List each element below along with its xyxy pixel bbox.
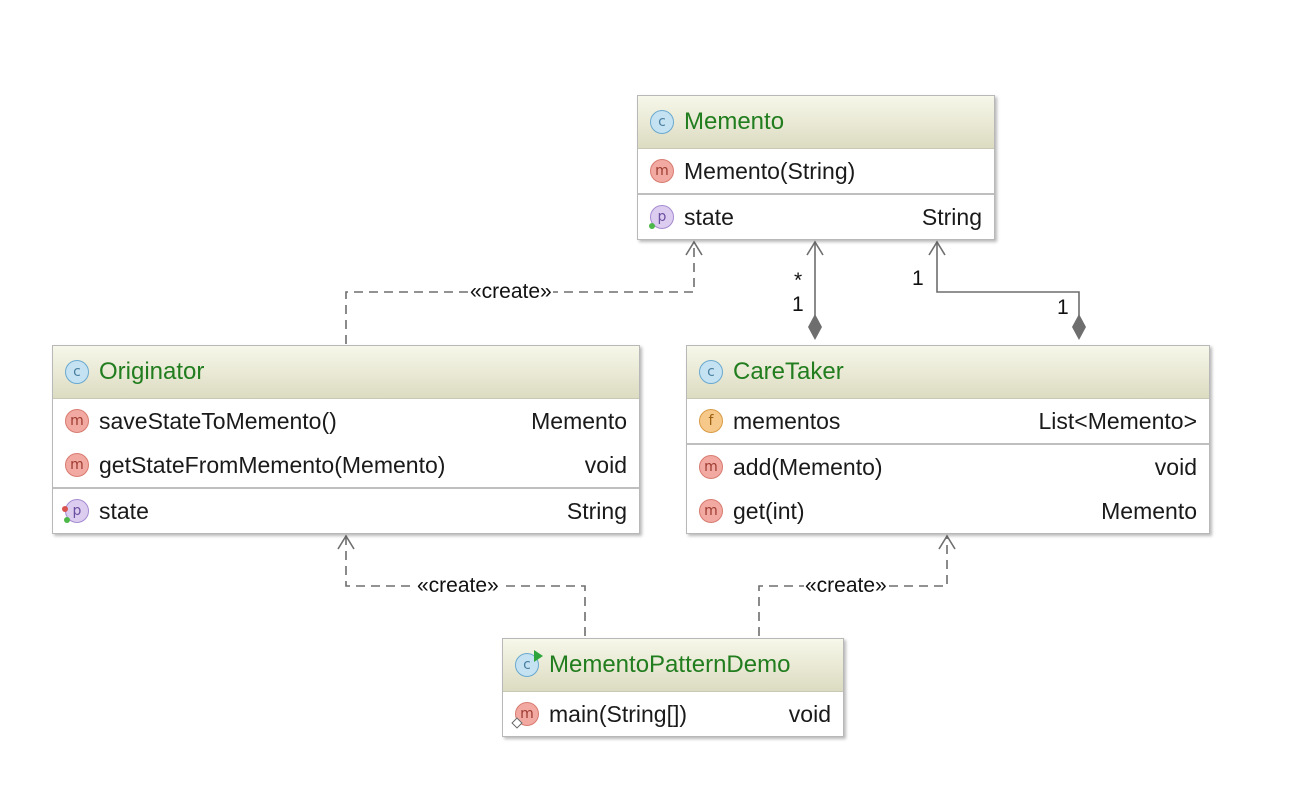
methods-section: m add(Memento) void m get(int) Memento [687,445,1209,533]
method-type: void [584,451,627,478]
class-icon: c [699,360,723,384]
method-name: Memento(String) [684,157,856,184]
property-row[interactable]: p state String [638,195,994,239]
caretaker-memento-left-arrowhead [806,240,824,256]
caretaker-memento-right-arrowhead [928,240,946,256]
class-name: Memento [684,108,785,135]
fields-section: f mementos List<Memento> [687,399,1209,445]
originator-class-box[interactable]: c Originator m saveStateToMemento() Meme… [52,345,640,534]
class-name: MementoPatternDemo [549,651,791,678]
field-type: List<Memento> [1038,407,1197,434]
property-type: String [566,497,627,524]
demo-class-box[interactable]: c MementoPatternDemo m main(String[]) vo… [502,638,844,737]
run-arrow-icon [534,650,543,662]
method-name: saveStateToMemento() [99,407,337,434]
class-icon: c [65,360,89,384]
method-name: getStateFromMemento(Memento) [99,451,446,478]
method-icon: m [699,499,723,523]
caretaker-class-header[interactable]: c CareTaker [687,346,1209,399]
property-icon: p [62,499,89,523]
demo-caretaker-create-label: «create» [804,574,888,597]
static-method-icon: m [511,702,539,729]
composition-diamond-left [808,314,822,340]
properties-section: p state String [53,489,639,533]
method-icon: m [65,453,89,477]
property-name: state [684,203,734,230]
demo-originator-arrowhead [337,534,355,550]
public-access-dot [64,517,70,523]
method-type: void [788,700,831,727]
method-icon: m [65,409,89,433]
demo-class-header[interactable]: c MementoPatternDemo [503,639,843,692]
class-icon: c [650,110,674,134]
method-row[interactable]: m Memento(String) [638,149,994,193]
property-icon: p [649,205,674,229]
memento-class-box[interactable]: c Memento m Memento(String) p state Stri… [637,95,995,240]
property-type: String [921,203,982,230]
field-row[interactable]: f mementos List<Memento> [687,399,1209,443]
multiplicity-star: * [794,269,803,292]
method-icon: m [699,455,723,479]
property-row[interactable]: p state String [53,489,639,533]
method-icon: m [650,159,674,183]
caretaker-memento-composition-right [936,242,1080,316]
runnable-class-icon: c [515,650,543,677]
demo-caretaker-arrowhead [938,534,956,550]
properties-section: p state String [638,195,994,239]
method-row[interactable]: m saveStateToMemento() Memento [53,399,639,443]
class-name: CareTaker [733,358,844,385]
field-icon: f [699,409,723,433]
methods-section: m Memento(String) [638,149,994,195]
property-name: state [99,497,149,524]
private-access-dot [62,506,68,512]
method-type: Memento [531,407,627,434]
multiplicity-one-memento-side: 1 [912,267,924,290]
originator-memento-arrowhead [685,240,703,256]
methods-section: m main(String[]) void [503,692,843,736]
method-type: void [1154,453,1197,480]
composition-diamond-right [1072,314,1086,340]
public-access-dot [649,223,655,229]
method-name: add(Memento) [733,453,883,480]
methods-section: m saveStateToMemento() Memento m getStat… [53,399,639,489]
method-row[interactable]: m getStateFromMemento(Memento) void [53,443,639,487]
caretaker-class-box[interactable]: c CareTaker f mementos List<Memento> m a… [686,345,1210,534]
demo-originator-create-label: «create» [416,574,500,597]
originator-class-header[interactable]: c Originator [53,346,639,399]
method-type: Memento [1101,497,1197,524]
method-row[interactable]: m add(Memento) void [687,445,1209,489]
field-name: mementos [733,407,841,434]
class-name: Originator [99,358,205,385]
method-row[interactable]: m main(String[]) void [503,692,843,736]
method-row[interactable]: m get(int) Memento [687,489,1209,533]
method-name: get(int) [733,497,805,524]
method-name: main(String[]) [549,700,688,727]
multiplicity-one-left: 1 [792,293,804,316]
multiplicity-one-caretaker-side: 1 [1057,296,1069,319]
originator-memento-create-label: «create» [469,280,553,303]
memento-class-header[interactable]: c Memento [638,96,994,149]
